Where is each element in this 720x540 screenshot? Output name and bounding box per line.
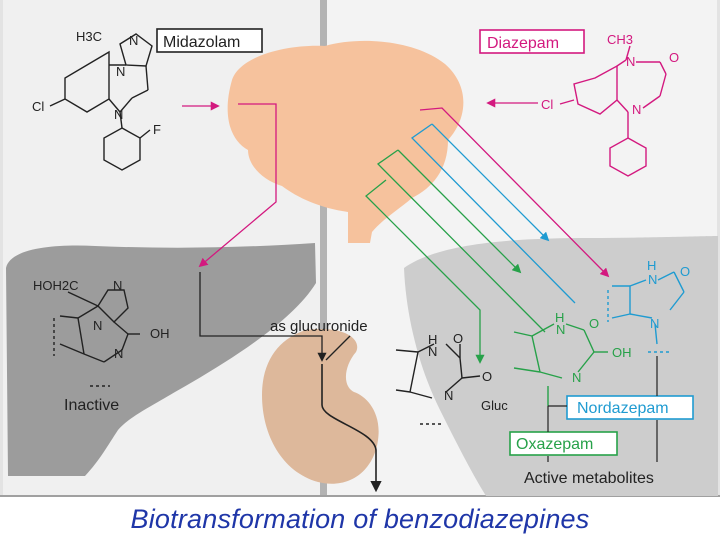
midazolam-n3-label: N	[114, 107, 123, 122]
figure-svg: H3C N N N Cl F Midazolam CH3 N O N Cl Di…	[0, 0, 720, 497]
midazolam-label: Midazolam	[163, 34, 240, 51]
oxazepam-structure	[513, 323, 608, 406]
oxazepam-to-glucuronide-arrow	[365, 179, 485, 364]
midazolam-to-liver-arrow	[198, 103, 277, 268]
nordazepam-h-label: H	[647, 258, 656, 273]
hydroxy-n1-label: N	[113, 278, 122, 293]
diazepam-n1-label: N	[626, 54, 635, 69]
gluc-n2-label: N	[444, 388, 453, 403]
diazepam-n2-label: N	[632, 102, 641, 117]
hydroxy-n3-label: N	[114, 346, 123, 361]
diazepam-o-label: O	[669, 50, 679, 65]
midazolam-f-label: F	[153, 122, 161, 137]
oxazepam-n1-label: N	[556, 322, 565, 337]
gluc-n1-label: N	[428, 344, 437, 359]
biotransformation-figure: H3C N N N Cl F Midazolam CH3 N O N Cl Di…	[0, 0, 720, 497]
oxazepam-h-label: H	[555, 310, 564, 325]
figure-caption: Biotransformation of benzodiazepines	[130, 504, 590, 534]
center-divider	[320, 0, 327, 497]
midazolam-h3c-label: H3C	[76, 29, 102, 44]
gluc-o1-label: O	[453, 331, 463, 346]
active-metabolites-label: Active metabolites	[524, 470, 654, 487]
glucuronide-to-kidney-path	[199, 272, 327, 362]
diazepam-to-liver-arrow	[419, 107, 610, 278]
oxazepam-n2-label: N	[572, 370, 581, 385]
left-liver	[6, 243, 316, 476]
midazolam-n2-label: N	[116, 64, 125, 79]
diazepam-ch3-label: CH3	[607, 32, 633, 47]
oxazepam-o-label: O	[589, 316, 599, 331]
hoh2c-label: HOH2C	[33, 278, 79, 293]
midazolam-cl-label: Cl	[32, 99, 44, 114]
nordazepam-n2-label: N	[650, 316, 659, 331]
gluc-label: Gluc	[481, 398, 508, 413]
right-liver	[404, 236, 718, 496]
hydroxymidazolam-structure	[53, 289, 140, 387]
diazepam-cl-label: Cl	[541, 97, 553, 112]
nordazepam-n1-label: N	[648, 272, 657, 287]
gluc-h-label: H	[428, 332, 437, 347]
nordazepam-o-label: O	[680, 264, 690, 279]
inactive-label: Inactive	[64, 397, 119, 414]
as-glucuronide-label: as glucuronide	[270, 318, 368, 335]
oxazepam-loop-arrow	[376, 149, 546, 333]
nordazepam-loop-arrow	[410, 123, 576, 304]
diazepam-structure	[559, 45, 667, 177]
glucuronide-structure	[395, 343, 481, 425]
oxazepam-oh-label: OH	[612, 345, 632, 360]
midazolam-structure	[49, 33, 153, 171]
nordazepam-structure	[607, 271, 685, 353]
hydroxy-oh-label: OH	[150, 326, 170, 341]
brain	[227, 40, 464, 244]
glucuronide-right-branch	[325, 335, 351, 361]
gluc-o2-label: O	[482, 369, 492, 384]
diazepam-label-box	[479, 29, 585, 54]
nordazepam-label: Nordazepam	[577, 400, 669, 417]
nordazepam-label-box	[566, 395, 694, 420]
hydroxy-n2-label: N	[93, 318, 102, 333]
diazepam-label: Diazepam	[487, 35, 559, 52]
midazolam-n-label: N	[129, 33, 138, 48]
oxazepam-label: Oxazepam	[516, 436, 593, 453]
kidney	[262, 329, 379, 484]
oxazepam-label-box	[509, 431, 618, 456]
urinary-excretion-arrow	[321, 364, 382, 493]
midazolam-label-box	[156, 28, 263, 53]
